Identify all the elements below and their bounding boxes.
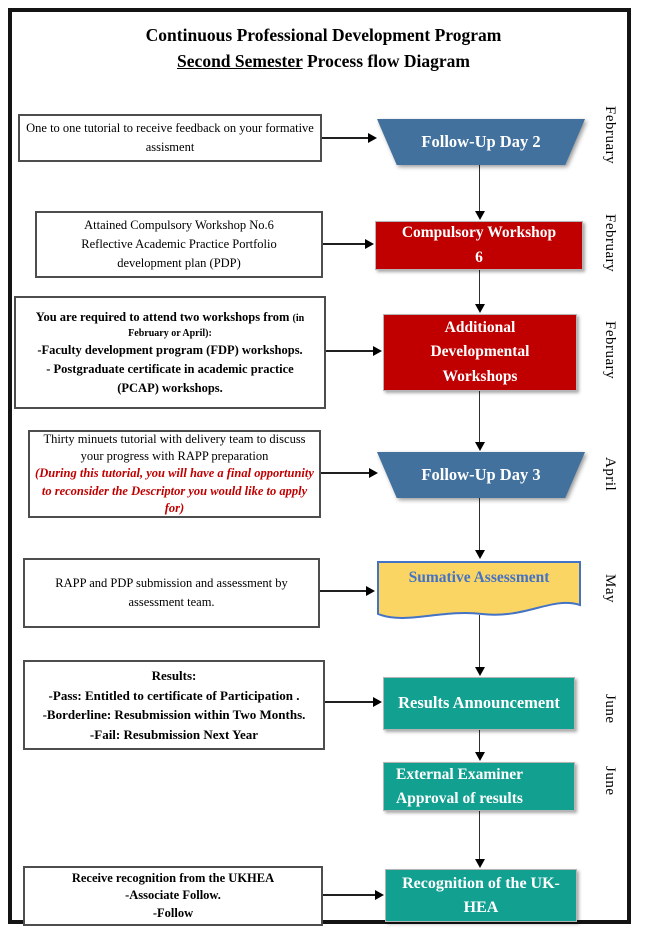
connector-1-2 xyxy=(474,165,486,220)
note-box-compulsory-workshop-6: Attained Compulsory Workshop No.6 Reflec… xyxy=(35,211,323,278)
note-text: Thirty minuets tutorial with delivery te… xyxy=(43,431,306,464)
shape-label: Results Announcement xyxy=(398,693,560,713)
note-line: Receive recognition from the UKHEA xyxy=(71,870,275,885)
month-label-april: April xyxy=(602,457,618,492)
arrowhead-right-icon xyxy=(369,468,378,478)
note-box-uk-hea-recognition: Receive recognition from the UKHEA -Asso… xyxy=(23,866,323,926)
note-box-results: Results: -Pass: Entitled to certificate … xyxy=(23,660,325,750)
connector-4-5 xyxy=(474,498,486,559)
note-line: Results: xyxy=(151,668,197,683)
shape-follow-up-day-2: Follow-Up Day 2 xyxy=(377,119,585,165)
shape-label-line: 6 xyxy=(475,248,483,266)
note-box-follow-up-day-2: One to one tutorial to receive feedback … xyxy=(18,114,322,162)
title-line-1: Continuous Professional Development Prog… xyxy=(145,25,502,45)
arrow-to-follow-up-day-2 xyxy=(322,133,377,143)
shape-sumative-assessment: Sumative Assessment xyxy=(376,560,582,622)
shape-label-line: External Examiner xyxy=(396,766,523,784)
connector-6-7 xyxy=(474,730,486,761)
shape-label-line: Approval of results xyxy=(396,789,523,807)
shape-results-announcement: Results Announcement xyxy=(383,677,575,730)
shape-recognition-uk-hea: Recognition of the UK-HEA xyxy=(385,869,577,922)
shape-label-line: Compulsory Workshop xyxy=(401,224,557,242)
shape-label: Recognition of the UK-HEA xyxy=(402,874,560,916)
connector-5-6 xyxy=(474,615,486,676)
note-box-follow-up-day-3: Thirty minuets tutorial with delivery te… xyxy=(28,430,321,518)
title-underlined-part: Second Semester xyxy=(177,51,303,72)
note-line: (PCAP) workshops. xyxy=(117,380,223,395)
shape-label-line: Additional xyxy=(444,319,516,337)
note-line: -Fail: Resubmission Next Year xyxy=(89,726,259,742)
shape-label-line: Developmental xyxy=(430,343,530,361)
arrow-to-results-announcement xyxy=(325,697,382,707)
month-label-june-1: June xyxy=(602,694,618,724)
title-line-2: Second Semester Process flow Diagram xyxy=(0,48,647,74)
note-line: You are required to attend two workshops… xyxy=(35,309,305,324)
connector-7-8 xyxy=(474,811,486,868)
arrow-to-follow-up-day-3 xyxy=(321,468,378,478)
note-text-red-italic: (During this tutorial, you will have a f… xyxy=(35,466,314,515)
note-line: February or April): xyxy=(128,328,212,340)
note-line: -Pass: Entitled to certificate of Partic… xyxy=(48,687,300,703)
arrowhead-down-icon xyxy=(474,752,485,761)
month-label-february-1: February xyxy=(602,106,618,165)
arrowhead-down-icon xyxy=(474,304,485,313)
arrow-to-uk-hea-recognition xyxy=(323,890,384,900)
arrowhead-down-icon xyxy=(474,442,485,451)
arrow-to-compulsory-workshop-6 xyxy=(323,239,374,249)
note-line: Attained Compulsory Workshop No.6 xyxy=(84,218,274,233)
note-line: -Borderline: Resubmission within Two Mon… xyxy=(42,707,306,722)
arrow-to-additional-workshops xyxy=(326,346,382,356)
note-line: Reflective Academic Practice Portfolio xyxy=(81,237,277,252)
arrow-to-sumative-assessment xyxy=(320,586,375,596)
month-label-june-2: June xyxy=(602,766,618,796)
month-label-february-2: February xyxy=(602,214,618,273)
connector-3-4 xyxy=(474,391,486,451)
arrowhead-right-icon xyxy=(373,697,382,707)
month-label-february-3: February xyxy=(602,321,618,380)
note-text: One to one tutorial to receive feedback … xyxy=(26,121,314,154)
connector-2-3 xyxy=(474,270,486,313)
shape-additional-developmental-workshops: Additional Developmental Workshops xyxy=(383,314,577,391)
arrowhead-right-icon xyxy=(373,346,382,356)
arrowhead-down-icon xyxy=(474,859,485,868)
note-line: development plan (PDP) xyxy=(117,255,241,270)
month-label-may: May xyxy=(602,574,618,603)
shape-label: Sumative Assessment xyxy=(408,569,550,586)
note-line: -Follow xyxy=(152,905,194,920)
shape-external-examiner-approval: External Examiner Approval of results xyxy=(383,762,575,811)
note-text: RAPP and PDP submission and assessment b… xyxy=(55,576,288,609)
shape-label-line: Workshops xyxy=(442,367,518,385)
shape-follow-up-day-3: Follow-Up Day 3 xyxy=(377,452,585,498)
shape-label: Follow-Up Day 3 xyxy=(421,465,541,484)
note-box-additional-workshops: You are required to attend two workshops… xyxy=(14,296,326,409)
arrowhead-down-icon xyxy=(474,550,485,559)
title-rest-part: Process flow Diagram xyxy=(302,51,470,72)
arrowhead-down-icon xyxy=(474,667,485,676)
arrowhead-right-icon xyxy=(365,239,374,249)
arrowhead-right-icon xyxy=(368,133,377,143)
arrowhead-down-icon xyxy=(474,211,485,220)
document-shape-icon xyxy=(377,561,581,619)
note-box-sumative-assessment: RAPP and PDP submission and assessment b… xyxy=(23,558,320,628)
note-line: - Postgraduate certificate in academic p… xyxy=(46,362,294,376)
diagram-title: Continuous Professional Development Prog… xyxy=(0,22,647,75)
shape-label: Follow-Up Day 2 xyxy=(421,132,541,151)
note-line: -Faculty development program (FDP) works… xyxy=(37,343,303,358)
shape-compulsory-workshop-6: Compulsory Workshop 6 xyxy=(375,221,583,270)
note-line: -Associate Follow. xyxy=(125,888,221,903)
arrowhead-right-icon xyxy=(366,586,375,596)
arrowhead-right-icon xyxy=(375,890,384,900)
